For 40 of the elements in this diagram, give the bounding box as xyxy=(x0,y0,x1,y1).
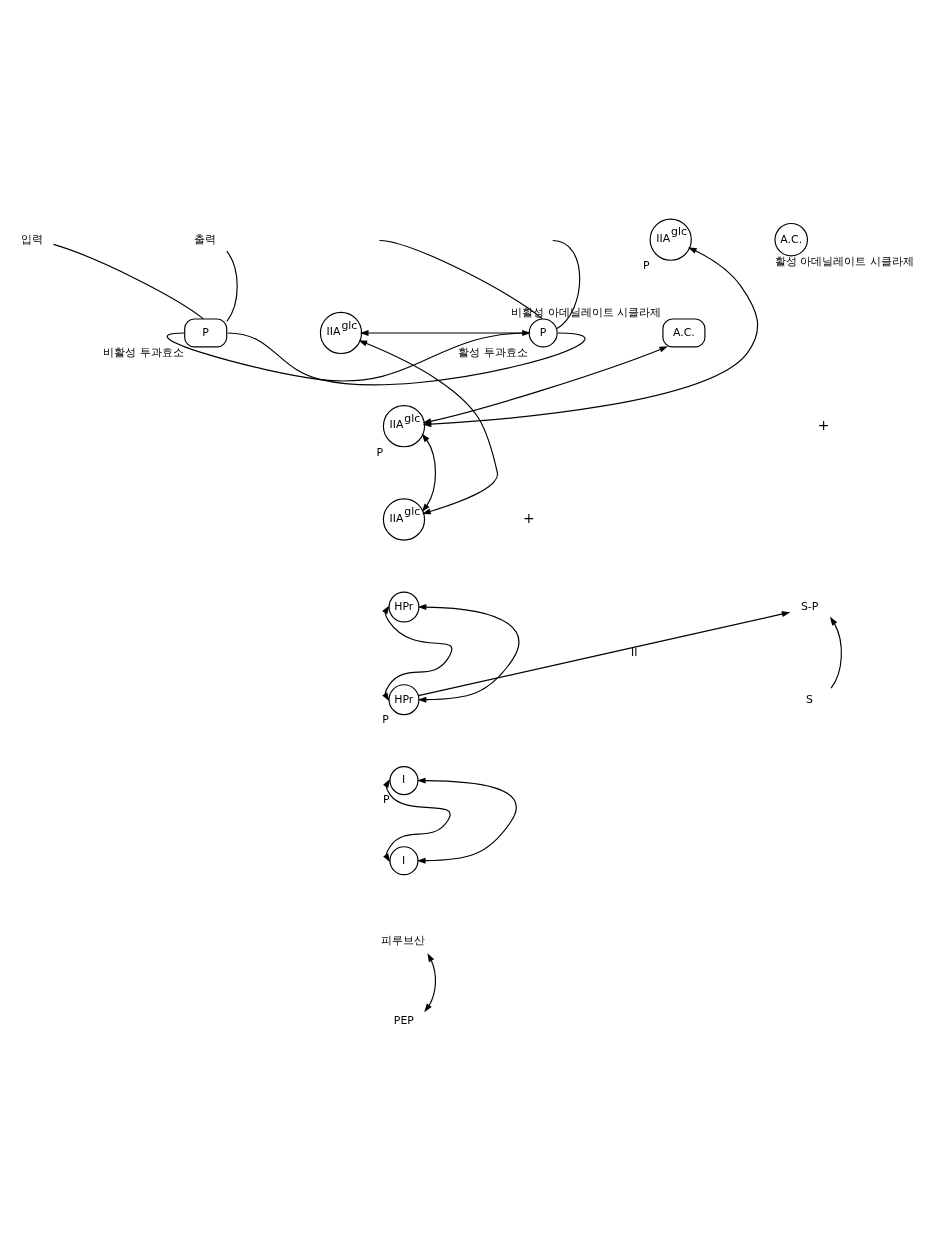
edge-label: II xyxy=(631,646,638,660)
arrow xyxy=(383,779,451,863)
node-box: P xyxy=(184,318,228,348)
node-label: P xyxy=(643,258,650,272)
node-text: 입력 xyxy=(21,232,44,246)
arrow xyxy=(417,604,520,703)
node-label: P xyxy=(376,445,383,459)
connector xyxy=(226,250,238,322)
connector xyxy=(552,239,581,330)
node-label: P xyxy=(382,713,389,727)
arrow xyxy=(382,605,453,702)
node-label: 활성 아데닐레이트 시클라제 xyxy=(774,254,914,268)
arrow xyxy=(424,953,437,1013)
node-circle: P xyxy=(528,318,558,348)
connector xyxy=(52,243,205,320)
arrow xyxy=(421,433,437,512)
arrow xyxy=(829,616,842,689)
node-circle: HPr xyxy=(388,591,420,623)
node-label: 활성 투과효소 xyxy=(458,345,528,359)
node-box: A.C. xyxy=(662,318,706,348)
label: + xyxy=(817,416,830,433)
node-text: S xyxy=(806,692,813,706)
node-text: 출력 xyxy=(194,232,217,246)
label: + xyxy=(522,509,535,526)
node-circle: HPr xyxy=(388,684,420,716)
arrow xyxy=(358,340,498,515)
node-label: P xyxy=(382,793,390,807)
node-circle: I xyxy=(389,846,419,876)
node-text: PEP xyxy=(393,1013,414,1027)
node-circle: A.C. xyxy=(774,222,809,257)
arrow xyxy=(417,611,791,697)
node-text: 피루브산 xyxy=(381,933,426,947)
arrow xyxy=(422,346,668,425)
node-text: S-P xyxy=(800,599,819,613)
connector xyxy=(378,239,543,320)
arrow xyxy=(417,777,517,864)
node-circle: I xyxy=(389,766,419,796)
arrow xyxy=(359,329,531,336)
node-label: 비활성 투과효소 xyxy=(103,345,184,359)
connector xyxy=(226,332,586,386)
